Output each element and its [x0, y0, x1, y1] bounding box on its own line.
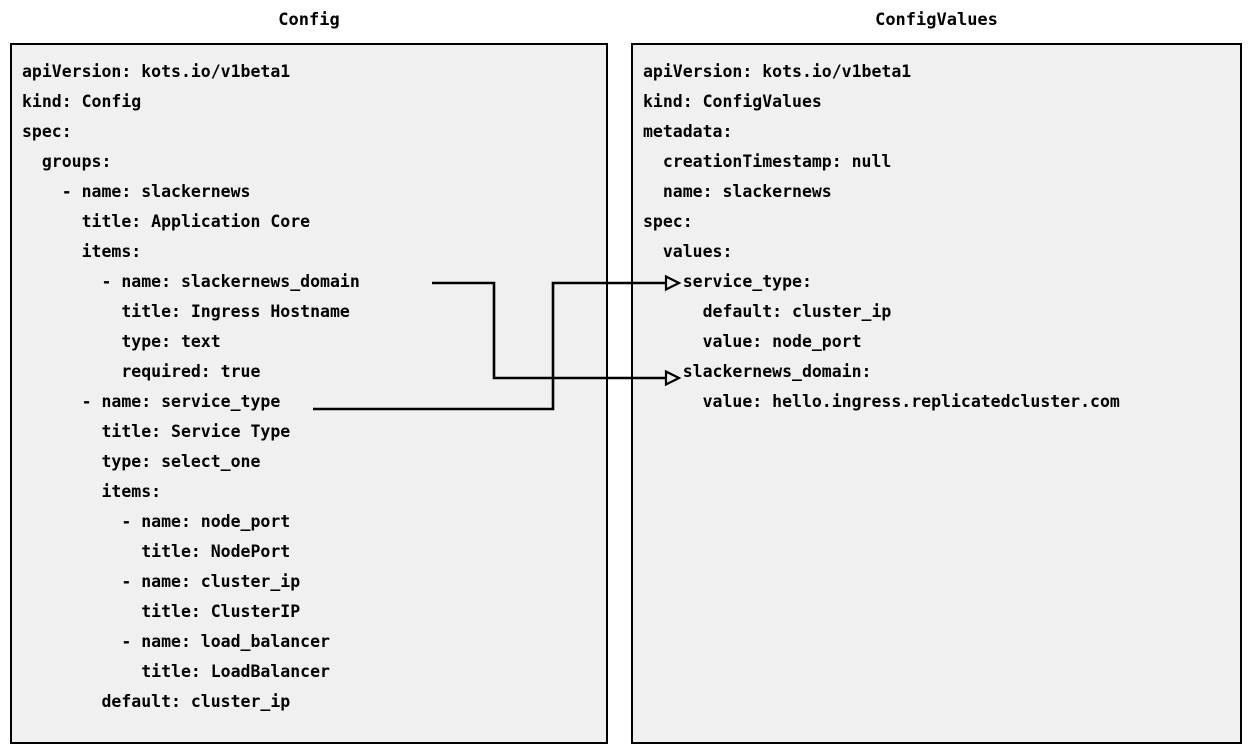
left_panel-line: - name: service_type: [22, 392, 281, 411]
right_panel-line: name: slackernews: [643, 182, 832, 201]
left_panel-line: title: LoadBalancer: [22, 662, 330, 681]
left_panel-line: kind: Config: [22, 92, 142, 111]
left_panel-line: type: text: [22, 332, 221, 351]
config-panel: apiVersion: kots.io/v1beta1 kind: Config s…: [10, 43, 608, 744]
left_panel-line: title: Application Core: [22, 212, 311, 231]
left_panel-line: apiVersion: kots.io/v1beta1: [22, 62, 291, 81]
left_panel-line: - name: slackernews: [22, 182, 251, 201]
left_panel-line: - name: cluster_ip: [22, 572, 301, 591]
right_panel-line: service_type:: [643, 272, 812, 291]
configvalues-yaml-block: apiVersion: kots.io/v1beta1 kind: ConfigV…: [633, 45, 1120, 417]
left-panel-title: Config: [278, 10, 340, 30]
left_panel-line: required: true: [22, 362, 261, 381]
right_panel-line: default: cluster_ip: [643, 302, 892, 321]
config-yaml-block: apiVersion: kots.io/v1beta1 kind: Config s…: [12, 45, 360, 717]
right_panel-line: kind: ConfigValues: [643, 92, 822, 111]
configvalues-panel: apiVersion: kots.io/v1beta1 kind: ConfigV…: [631, 43, 1242, 744]
left_panel-line: type: select_one: [22, 452, 261, 471]
left_panel-line: - name: node_port: [22, 512, 291, 531]
left_panel-line: title: ClusterIP: [22, 602, 301, 621]
right_panel-line: value: hello.ingress.replicatedcluster.c…: [643, 392, 1120, 411]
left_panel-line: title: Service Type: [22, 422, 291, 441]
right_panel-line: spec:: [643, 212, 693, 231]
left_panel-line: items:: [22, 242, 142, 261]
left_panel-line: groups:: [22, 152, 112, 171]
right_panel-line: slackernews_domain:: [643, 362, 872, 381]
left_panel-line: title: NodePort: [22, 542, 291, 561]
right_panel-line: value: node_port: [643, 332, 862, 351]
right_panel-line: apiVersion: kots.io/v1beta1: [643, 62, 912, 81]
right_panel-line: creationTimestamp: null: [643, 152, 892, 171]
left_panel-line: spec:: [22, 122, 72, 141]
left_panel-line: items:: [22, 482, 162, 501]
left_panel-line: title: Ingress Hostname: [22, 302, 350, 321]
left_panel-line: default: cluster_ip: [22, 692, 291, 711]
right_panel-line: metadata:: [643, 122, 733, 141]
right_panel-line: values:: [643, 242, 733, 261]
left_panel-line: - name: slackernews_domain: [22, 272, 360, 291]
left_panel-line: - name: load_balancer: [22, 632, 330, 651]
right-panel-title: ConfigValues: [875, 10, 998, 30]
